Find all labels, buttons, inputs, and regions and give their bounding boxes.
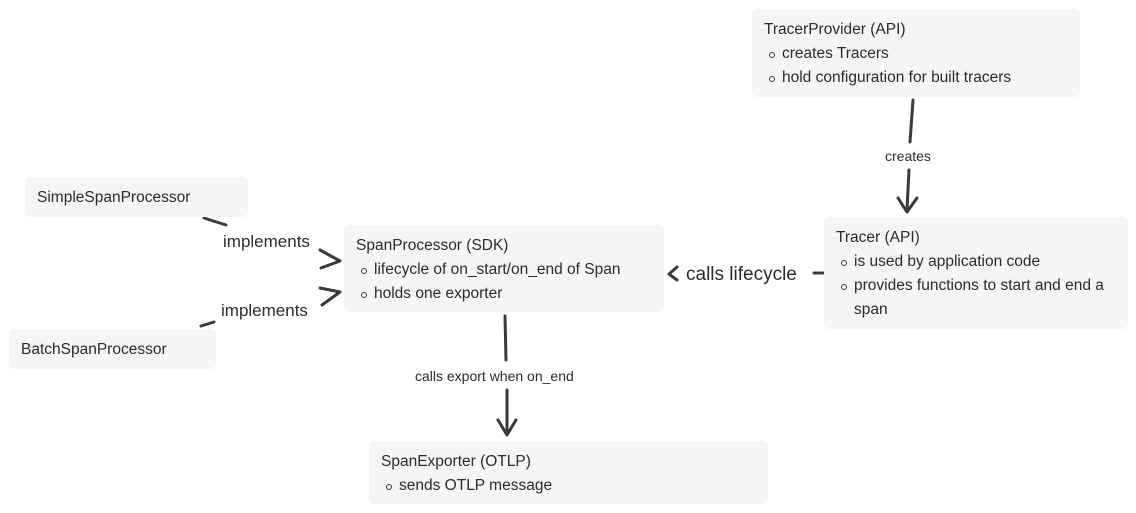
- edge-label-calls-export: calls export when on_end: [413, 368, 576, 384]
- edge-label-calls-lifecycle: calls lifecycle: [684, 264, 799, 285]
- span-processor-bullet: holds one exporter: [356, 282, 652, 306]
- edge-implements-batch-arrowhead: [318, 286, 342, 307]
- tracer-bullets: is used by application code provides fun…: [836, 250, 1116, 322]
- tracer-provider-node[interactable]: TracerProvider (API) creates Tracers hol…: [752, 9, 1080, 97]
- edge-calls-export-arrowhead: [496, 418, 518, 437]
- tracer-title: Tracer (API): [836, 229, 920, 246]
- span-exporter-bullets: sends OTLP message: [381, 474, 756, 498]
- simple-span-processor-title: SimpleSpanProcessor: [37, 189, 191, 206]
- batch-span-processor-title: BatchSpanProcessor: [21, 341, 167, 358]
- edge-creates-arrowhead: [896, 196, 919, 214]
- span-exporter-node[interactable]: SpanExporter (OTLP) sends OTLP message: [369, 441, 768, 504]
- tracer-provider-title: TracerProvider (API): [764, 21, 906, 38]
- tracer-bullet: provides functions to start and end a sp…: [836, 274, 1116, 322]
- batch-span-processor-node[interactable]: BatchSpanProcessor: [9, 329, 216, 369]
- span-exporter-bullet: sends OTLP message: [381, 474, 756, 498]
- edge-implements-batch-tail: [199, 320, 216, 328]
- tracer-bullet: is used by application code: [836, 250, 1116, 274]
- span-processor-node[interactable]: SpanProcessor (SDK) lifecycle of on_star…: [344, 225, 664, 312]
- simple-span-processor-node[interactable]: SimpleSpanProcessor: [25, 177, 248, 217]
- edge-creates-line-lower: [905, 168, 911, 212]
- tracer-node[interactable]: Tracer (API) is used by application code…: [824, 217, 1128, 329]
- edge-implements-simple-tail: [202, 216, 228, 227]
- edge-calls-export-line: [503, 314, 508, 362]
- edge-label-creates: creates: [883, 148, 933, 164]
- span-processor-bullet: lifecycle of on_start/on_end of Span: [356, 258, 652, 282]
- span-exporter-title: SpanExporter (OTLP): [381, 453, 531, 470]
- tracer-provider-bullet: hold configuration for built tracers: [764, 66, 1068, 90]
- edge-creates-line: [908, 98, 915, 144]
- span-processor-bullets: lifecycle of on_start/on_end of Span hol…: [356, 258, 652, 306]
- edge-label-implements-simple: implements: [221, 232, 312, 251]
- edge-label-implements-batch: implements: [219, 301, 310, 320]
- tracer-provider-bullet: creates Tracers: [764, 42, 1068, 66]
- tracer-provider-bullets: creates Tracers hold configuration for b…: [764, 42, 1068, 90]
- edge-implements-simple-arrowhead: [318, 248, 342, 270]
- edge-calls-lifecycle-arrowhead: [667, 265, 679, 282]
- span-processor-title: SpanProcessor (SDK): [356, 237, 509, 254]
